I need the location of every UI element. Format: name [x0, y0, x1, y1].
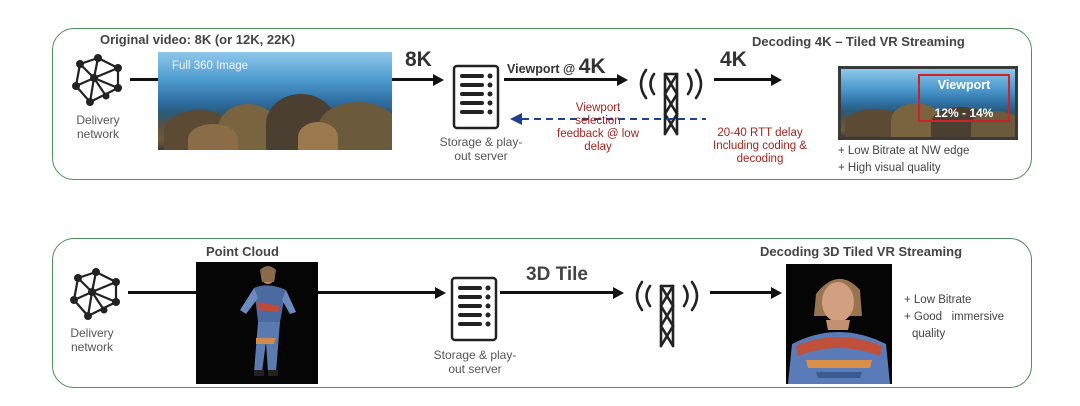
viewport-image-frame: Viewport 12% - 14%	[838, 66, 1018, 140]
top-title-left: Original video: 8K (or 12K, 22K)	[100, 32, 296, 47]
bottom-arrow2-head	[613, 286, 624, 299]
arrow-8k-line	[392, 78, 434, 81]
decoded-3d-image	[786, 264, 892, 384]
arrow-8k-head	[433, 73, 444, 86]
arrow-4k-head	[771, 73, 782, 86]
server-icon	[450, 276, 498, 342]
viewport-highlight-box	[918, 74, 1010, 122]
top-title-right: Decoding 4K – Tiled VR Streaming	[752, 34, 965, 49]
bottom-arrow2-line	[500, 291, 614, 294]
point-cloud-figure	[240, 266, 296, 376]
bottom-arrow3-line	[710, 291, 772, 294]
antenna-tower-icon	[639, 68, 703, 136]
top-server-label: Storage & play-out server	[439, 135, 523, 163]
top-bullets: + Low Bitrate at NW edge+ High visual qu…	[838, 145, 970, 174]
viewport-title: Viewport	[937, 78, 991, 92]
viewport-percent: 12% - 14%	[934, 106, 994, 120]
arrow-8k-label: 8K	[405, 48, 432, 71]
bottom-title-left: Point Cloud	[206, 244, 279, 259]
bottom-link-line	[128, 291, 196, 294]
arrow-viewport-head	[617, 73, 628, 86]
arrow-3d-tile-label: 3D Tile	[526, 264, 588, 285]
network-node-icon	[70, 268, 120, 320]
server-icon	[452, 64, 500, 130]
feedback-dashed-arrow	[510, 113, 706, 125]
bottom-server-label: Storage & play-out server	[433, 348, 517, 376]
network-node-icon	[72, 54, 122, 106]
arrow-4k-line	[714, 78, 772, 81]
bottom-arrow1-head	[435, 286, 446, 299]
arrow-viewport-line	[504, 78, 618, 81]
full-360-image: Full 360 Image	[158, 52, 392, 150]
bottom-bullets: + Low Bitrate + Good immersive quality	[904, 294, 1005, 340]
bottom-arrow3-head	[771, 286, 782, 299]
viewport-image	[841, 69, 1015, 137]
arrow-viewport-label: Viewport @ 4K	[507, 55, 606, 78]
full-360-label: Full 360 Image	[172, 60, 249, 72]
top-link-line	[130, 78, 160, 81]
arrow-4k-label: 4K	[720, 48, 747, 71]
antenna-tower-icon	[635, 280, 699, 348]
bottom-title-right: Decoding 3D Tiled VR Streaming	[760, 244, 963, 259]
point-cloud-image	[196, 262, 318, 384]
bottom-arrow1-line	[318, 291, 436, 294]
decoded-3d-figure	[788, 278, 890, 384]
